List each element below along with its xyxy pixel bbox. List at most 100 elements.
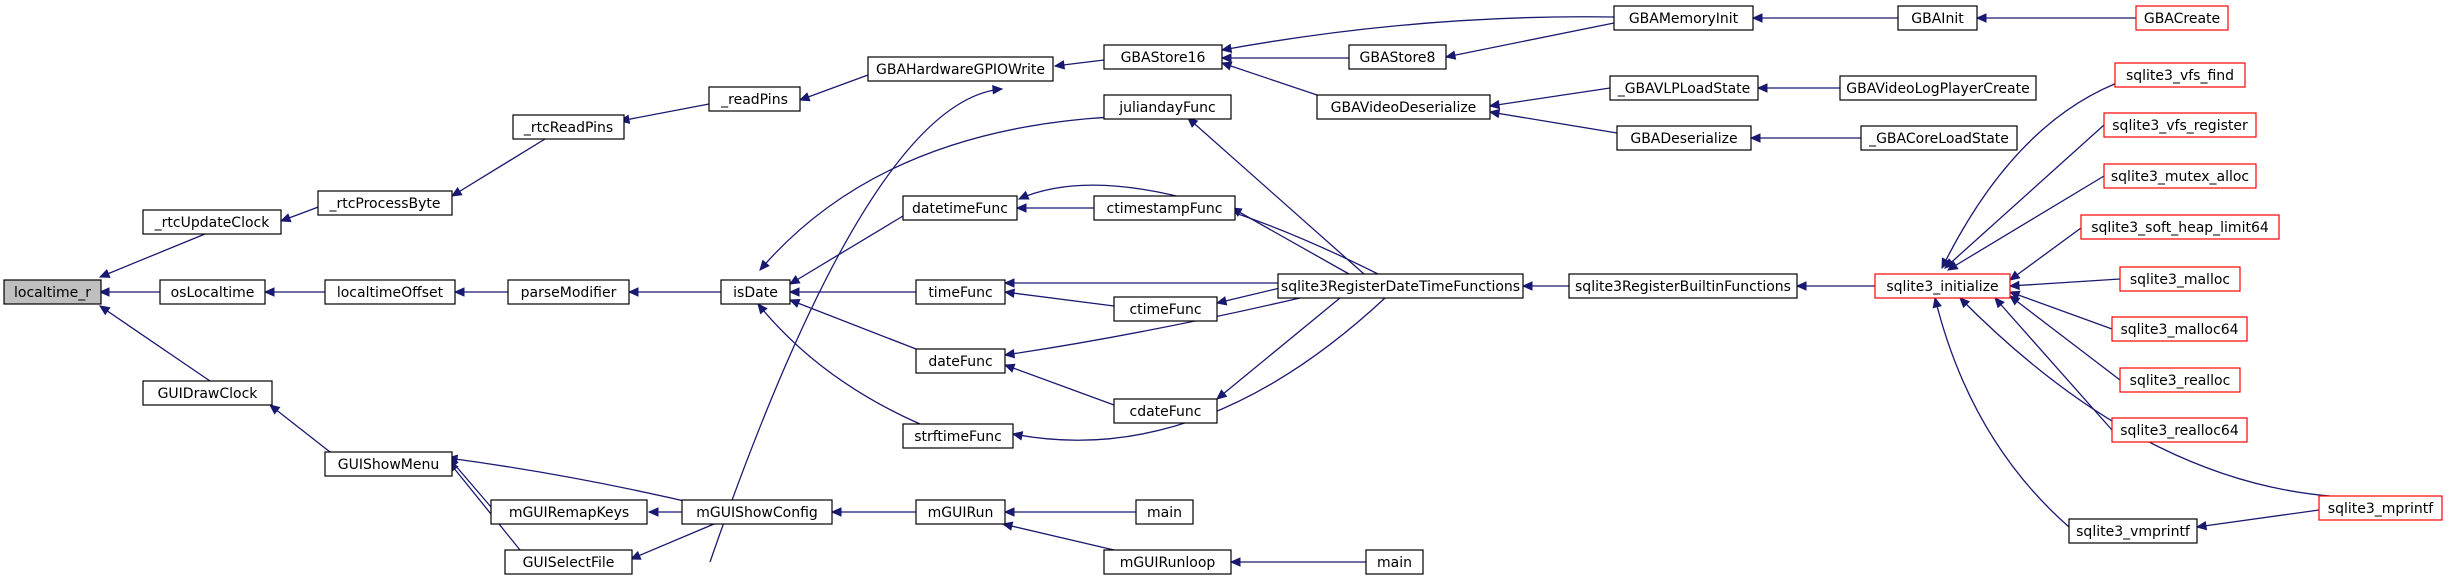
node-sqlite3-initialize[interactable]: sqlite3_initialize — [1874, 273, 2011, 299]
node-mguiremapkeys[interactable]: mGUIRemapKeys — [490, 499, 648, 525]
node-sqlite3-vmprintf[interactable]: sqlite3_vmprintf — [2068, 518, 2198, 544]
node-juliandayfunc[interactable]: juliandayFunc — [1103, 94, 1232, 120]
call-edge — [1229, 557, 1366, 567]
node-gbastore8[interactable]: GBAStore8 — [1348, 44, 1447, 70]
node-label: sqlite3_mprintf — [2328, 501, 2435, 517]
call-edge — [1444, 22, 1615, 60]
node-mguirunloop[interactable]: mGUIRunloop — [1103, 549, 1232, 575]
node-box — [1103, 44, 1223, 70]
call-edge — [98, 233, 206, 278]
node-sqlite3-vfs-register[interactable]: sqlite3_vfs_register — [2103, 112, 2257, 138]
arrowhead — [1053, 60, 1066, 70]
node-label: GBAMemoryInit — [1629, 11, 1739, 27]
call-edge — [1220, 53, 1349, 63]
node-sqlite3-soft-heap-limit64[interactable]: sqlite3_soft_heap_limit64 — [2080, 214, 2280, 240]
node-gbavideologplayercreate[interactable]: GBAVideoLogPlayerCreate — [1839, 75, 2037, 101]
node-label: GBAVideoDeserialize — [1331, 100, 1477, 116]
node-guidrawclock[interactable]: GUIDrawClock — [142, 380, 273, 406]
node-box — [902, 195, 1018, 221]
node-rtcprocessbyte[interactable]: _rtcProcessByte — [317, 190, 453, 216]
arrowhead — [1003, 288, 1016, 298]
node-datefunc[interactable]: dateFunc — [915, 348, 1006, 374]
node-guiselectfile[interactable]: GUISelectFile — [504, 549, 633, 575]
node-ctimefunc[interactable]: ctimeFunc — [1113, 296, 1218, 322]
call-edge — [1230, 207, 1350, 275]
edge-line — [619, 103, 710, 122]
arrowhead — [2195, 520, 2208, 531]
arrowhead — [98, 268, 111, 278]
node-box — [681, 499, 833, 525]
node-gbadeserialize[interactable]: GBADeserialize — [1616, 125, 1752, 151]
node-sqlite3-vfs-find[interactable]: sqlite3_vfs_find — [2114, 62, 2246, 88]
node-ctimestampfunc[interactable]: ctimestampFunc — [1093, 195, 1236, 221]
arrowhead — [1017, 190, 1030, 200]
call-edge — [446, 454, 707, 507]
node-guishowmenu[interactable]: GUIShowMenu — [324, 451, 453, 477]
node-isdate[interactable]: isDate — [720, 279, 791, 305]
edge-line — [1221, 16, 1615, 51]
node-sqlite3-malloc64[interactable]: sqlite3_malloc64 — [2111, 316, 2248, 342]
arrowhead — [269, 404, 281, 415]
node-label: GUISelectFile — [523, 555, 615, 571]
node-gbacoreloadstate[interactable]: _GBACoreLoadState — [1860, 125, 2018, 151]
call-edge — [1756, 83, 1840, 93]
node-sqlite3-mutex-alloc[interactable]: sqlite3_mutex_alloc — [2103, 163, 2257, 189]
call-edge — [618, 103, 710, 124]
call-edge — [453, 287, 508, 297]
edge-line — [789, 215, 904, 285]
call-edge — [263, 287, 325, 297]
call-edge — [2008, 278, 2121, 291]
node-cdatefunc[interactable]: cdateFunc — [1113, 398, 1218, 424]
arrowhead — [1003, 348, 1016, 359]
arrowhead — [788, 298, 801, 308]
call-edge — [1017, 184, 1379, 275]
arrowhead — [279, 213, 292, 223]
node-sqlite3-malloc[interactable]: sqlite3_malloc — [2119, 266, 2241, 292]
node-timefunc[interactable]: timeFunc — [915, 279, 1006, 305]
node-rtcreadpins[interactable]: _rtcReadPins — [512, 114, 625, 140]
call-edge — [2009, 227, 2082, 281]
node-main-2[interactable]: main — [1365, 549, 1424, 575]
node-readpins[interactable]: _readPins — [708, 86, 801, 112]
node-strftimefunc[interactable]: strftimeFunc — [902, 423, 1014, 449]
node-label: ctimestampFunc — [1107, 201, 1223, 217]
arrowhead — [759, 259, 770, 271]
node-gbamemoryinit[interactable]: GBAMemoryInit — [1613, 5, 1754, 31]
node-gbahardwaregpiowrite[interactable]: GBAHardwareGPIOWrite — [867, 56, 1054, 82]
node-label: dateFunc — [928, 354, 992, 370]
call-edge — [2195, 509, 2320, 531]
node-box — [1365, 549, 1424, 575]
node-gbavideodeserialize[interactable]: GBAVideoDeserialize — [1316, 94, 1491, 120]
node-main-1[interactable]: main — [1135, 499, 1194, 525]
node-gbavlploadstate[interactable]: _GBAVLPLoadState — [1609, 75, 1759, 101]
edge-line — [451, 138, 546, 197]
edge-line — [759, 116, 1113, 271]
node-gbainit[interactable]: GBAInit — [1897, 5, 1978, 31]
arrowhead — [1756, 83, 1768, 93]
node-parsemodifier[interactable]: parseModifier — [507, 279, 630, 305]
node-oslocaltime[interactable]: osLocaltime — [159, 279, 266, 305]
node-box — [512, 114, 625, 140]
call-edge — [1751, 13, 1898, 23]
node-gbastore16[interactable]: GBAStore16 — [1103, 44, 1223, 70]
node-sqlite3registerbuiltinfunctions[interactable]: sqlite3RegisterBuiltinFunctions — [1568, 273, 1798, 299]
node-localtimeoffset[interactable]: localtimeOffset — [324, 279, 456, 305]
call-edge — [279, 205, 322, 223]
node-sqlite3-realloc64[interactable]: sqlite3_realloc64 — [2111, 417, 2248, 443]
node-box — [142, 209, 282, 235]
node-sqlite3registerdatetimefunctions[interactable]: sqlite3RegisterDateTimeFunctions — [1277, 273, 1524, 299]
node-rtcupdateclock[interactable]: _rtcUpdateClock — [142, 209, 282, 235]
arrowhead — [1011, 431, 1024, 441]
call-edge — [1003, 297, 1301, 359]
node-sqlite3-mprintf[interactable]: sqlite3_mprintf — [2318, 495, 2443, 521]
node-mguishowconfig[interactable]: mGUIShowConfig — [681, 499, 833, 525]
node-mguirun[interactable]: mGUIRun — [915, 499, 1006, 525]
node-box — [1613, 5, 1754, 31]
node-localtime-r[interactable]: localtime_r — [3, 279, 102, 305]
node-datetimefunc[interactable]: datetimeFunc — [902, 195, 1018, 221]
node-sqlite3-realloc[interactable]: sqlite3_realloc — [2119, 367, 2241, 393]
node-label: _readPins — [720, 92, 788, 108]
call-edge — [1001, 521, 1115, 551]
node-gbacreate[interactable]: GBACreate — [2135, 5, 2229, 31]
node-label: timeFunc — [928, 285, 992, 301]
